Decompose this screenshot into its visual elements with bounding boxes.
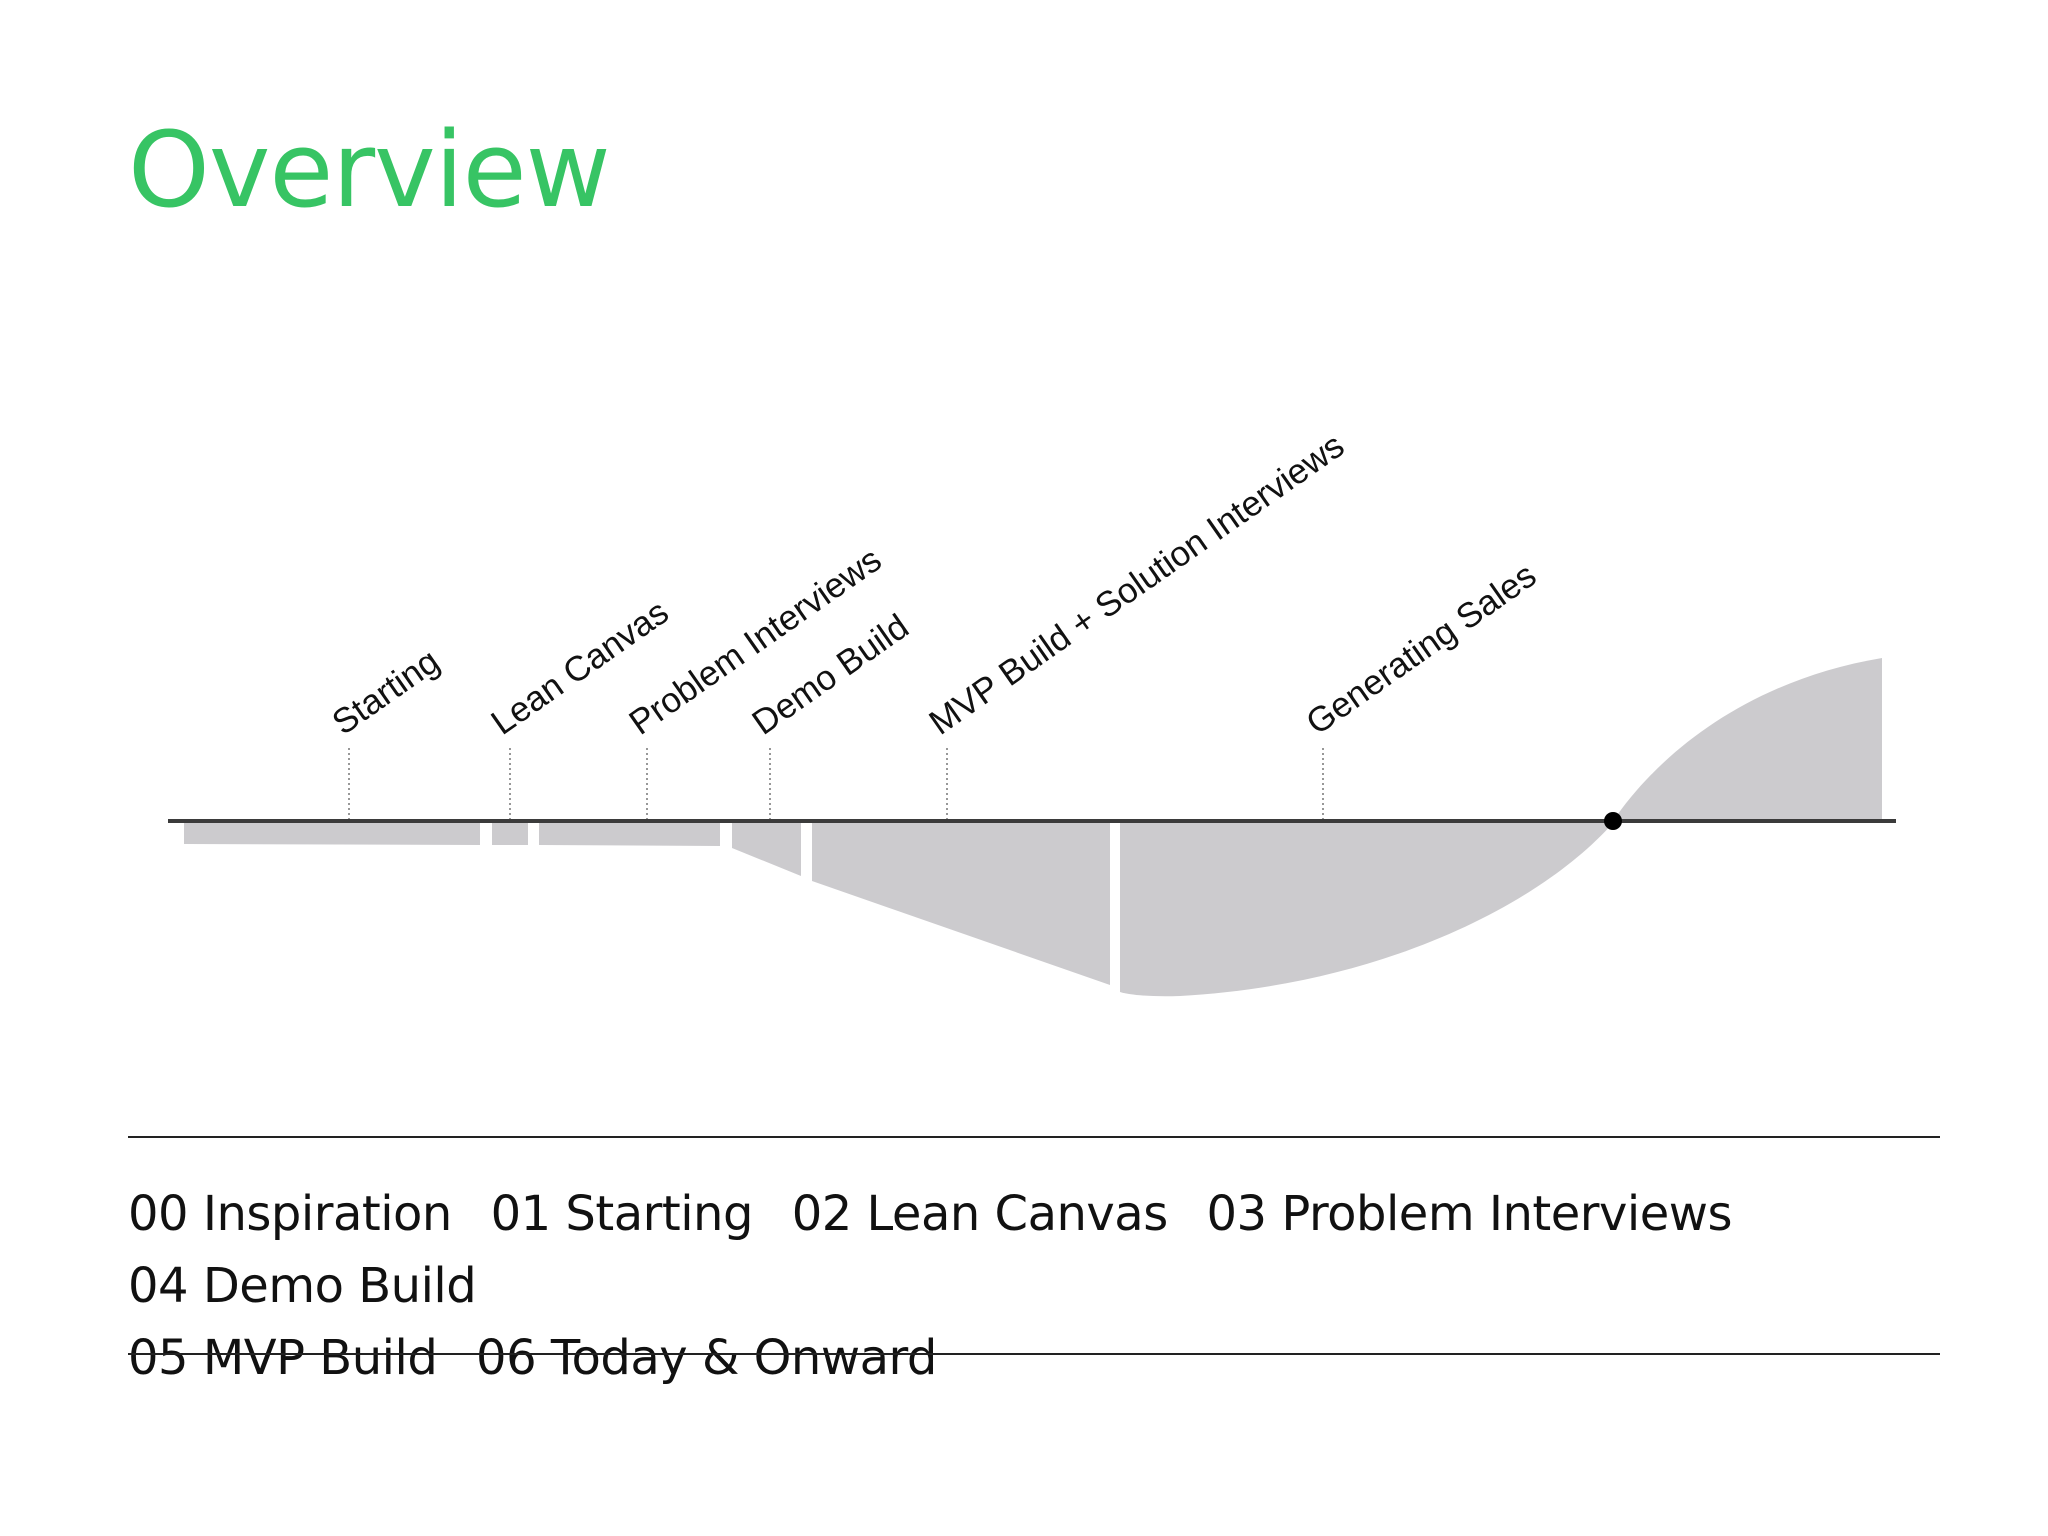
section-item-today-onward: 06 Today & Onward [476, 1330, 937, 1386]
phase-area-starting [184, 823, 480, 845]
phase-areas [184, 658, 1882, 997]
phase-area-generating-sales [1120, 823, 1613, 997]
phase-area-lean-canvas [492, 823, 528, 845]
today-marker [1604, 812, 1622, 830]
section-item-mvp-build: 05 MVP Build [128, 1330, 438, 1386]
section-item-lean-canvas: 02 Lean Canvas [791, 1186, 1169, 1242]
section-divider-top [128, 1136, 1940, 1138]
phase-area-problem-interviews [539, 823, 720, 846]
page-title: Overview [128, 109, 611, 231]
section-item-demo-build: 04 Demo Build [128, 1258, 477, 1314]
milestone-label-generating-sales: Generating Sales [1299, 555, 1543, 742]
milestone-ticks [348, 748, 1324, 819]
milestone-labels: Starting Lean Canvas Problem Interviews … [325, 426, 1543, 743]
section-divider-bottom [128, 1353, 1940, 1355]
section-list: 00 Inspiration 01 Starting 02 Lean Canva… [128, 1178, 1940, 1394]
section-item-inspiration: 00 Inspiration [128, 1186, 452, 1242]
section-item-starting: 01 Starting [490, 1186, 754, 1242]
section-item-problem-interviews: 03 Problem Interviews [1206, 1186, 1733, 1242]
phase-area-growth [1613, 658, 1882, 821]
phase-area-mvp-build [812, 823, 1110, 985]
milestone-label-mvp-build: MVP Build + Solution Interviews [922, 426, 1351, 743]
milestone-label-starting: Starting [325, 641, 446, 742]
phase-area-demo-build [732, 823, 801, 876]
